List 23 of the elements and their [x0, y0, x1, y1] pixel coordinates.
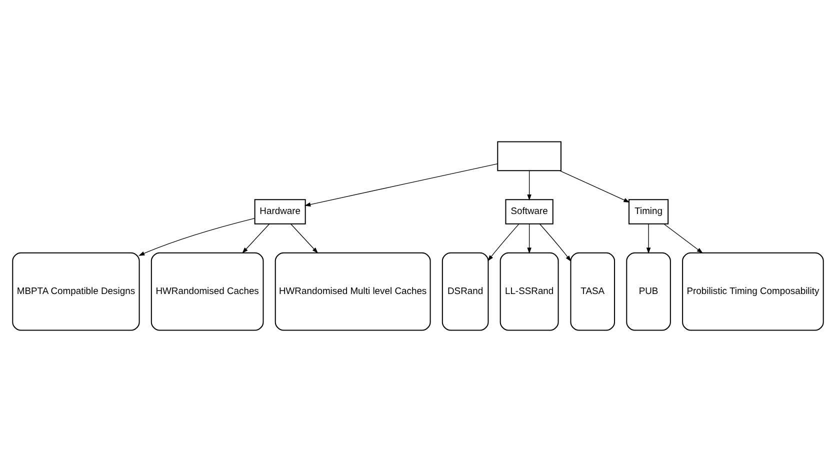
node-box: HWRandomised Caches	[150, 252, 264, 330]
arrow	[539, 223, 572, 262]
arrow	[242, 223, 270, 253]
node-box: HWRandomised Multi level Caches	[274, 252, 431, 330]
arrow	[559, 170, 630, 202]
arrow	[304, 162, 498, 206]
node-box: Software	[505, 198, 554, 224]
arrow	[488, 223, 520, 261]
node-box	[497, 140, 562, 171]
node-box: DSRand	[442, 252, 489, 330]
node-box: TASA	[570, 252, 616, 330]
node-box: PUB	[626, 252, 671, 330]
arrow	[527, 223, 532, 254]
arrow	[664, 223, 703, 253]
node-box: Probilistic Timing Composability	[682, 252, 824, 330]
node-box: Hardware	[254, 198, 306, 224]
node-box: LL-SSRand	[500, 252, 559, 330]
node-box: Timing	[628, 198, 669, 224]
arrow	[646, 223, 651, 254]
arrow	[290, 223, 318, 253]
arrow	[527, 170, 532, 200]
arrow	[138, 218, 256, 256]
node-box: MBPTA Compatible Designs	[12, 252, 140, 330]
